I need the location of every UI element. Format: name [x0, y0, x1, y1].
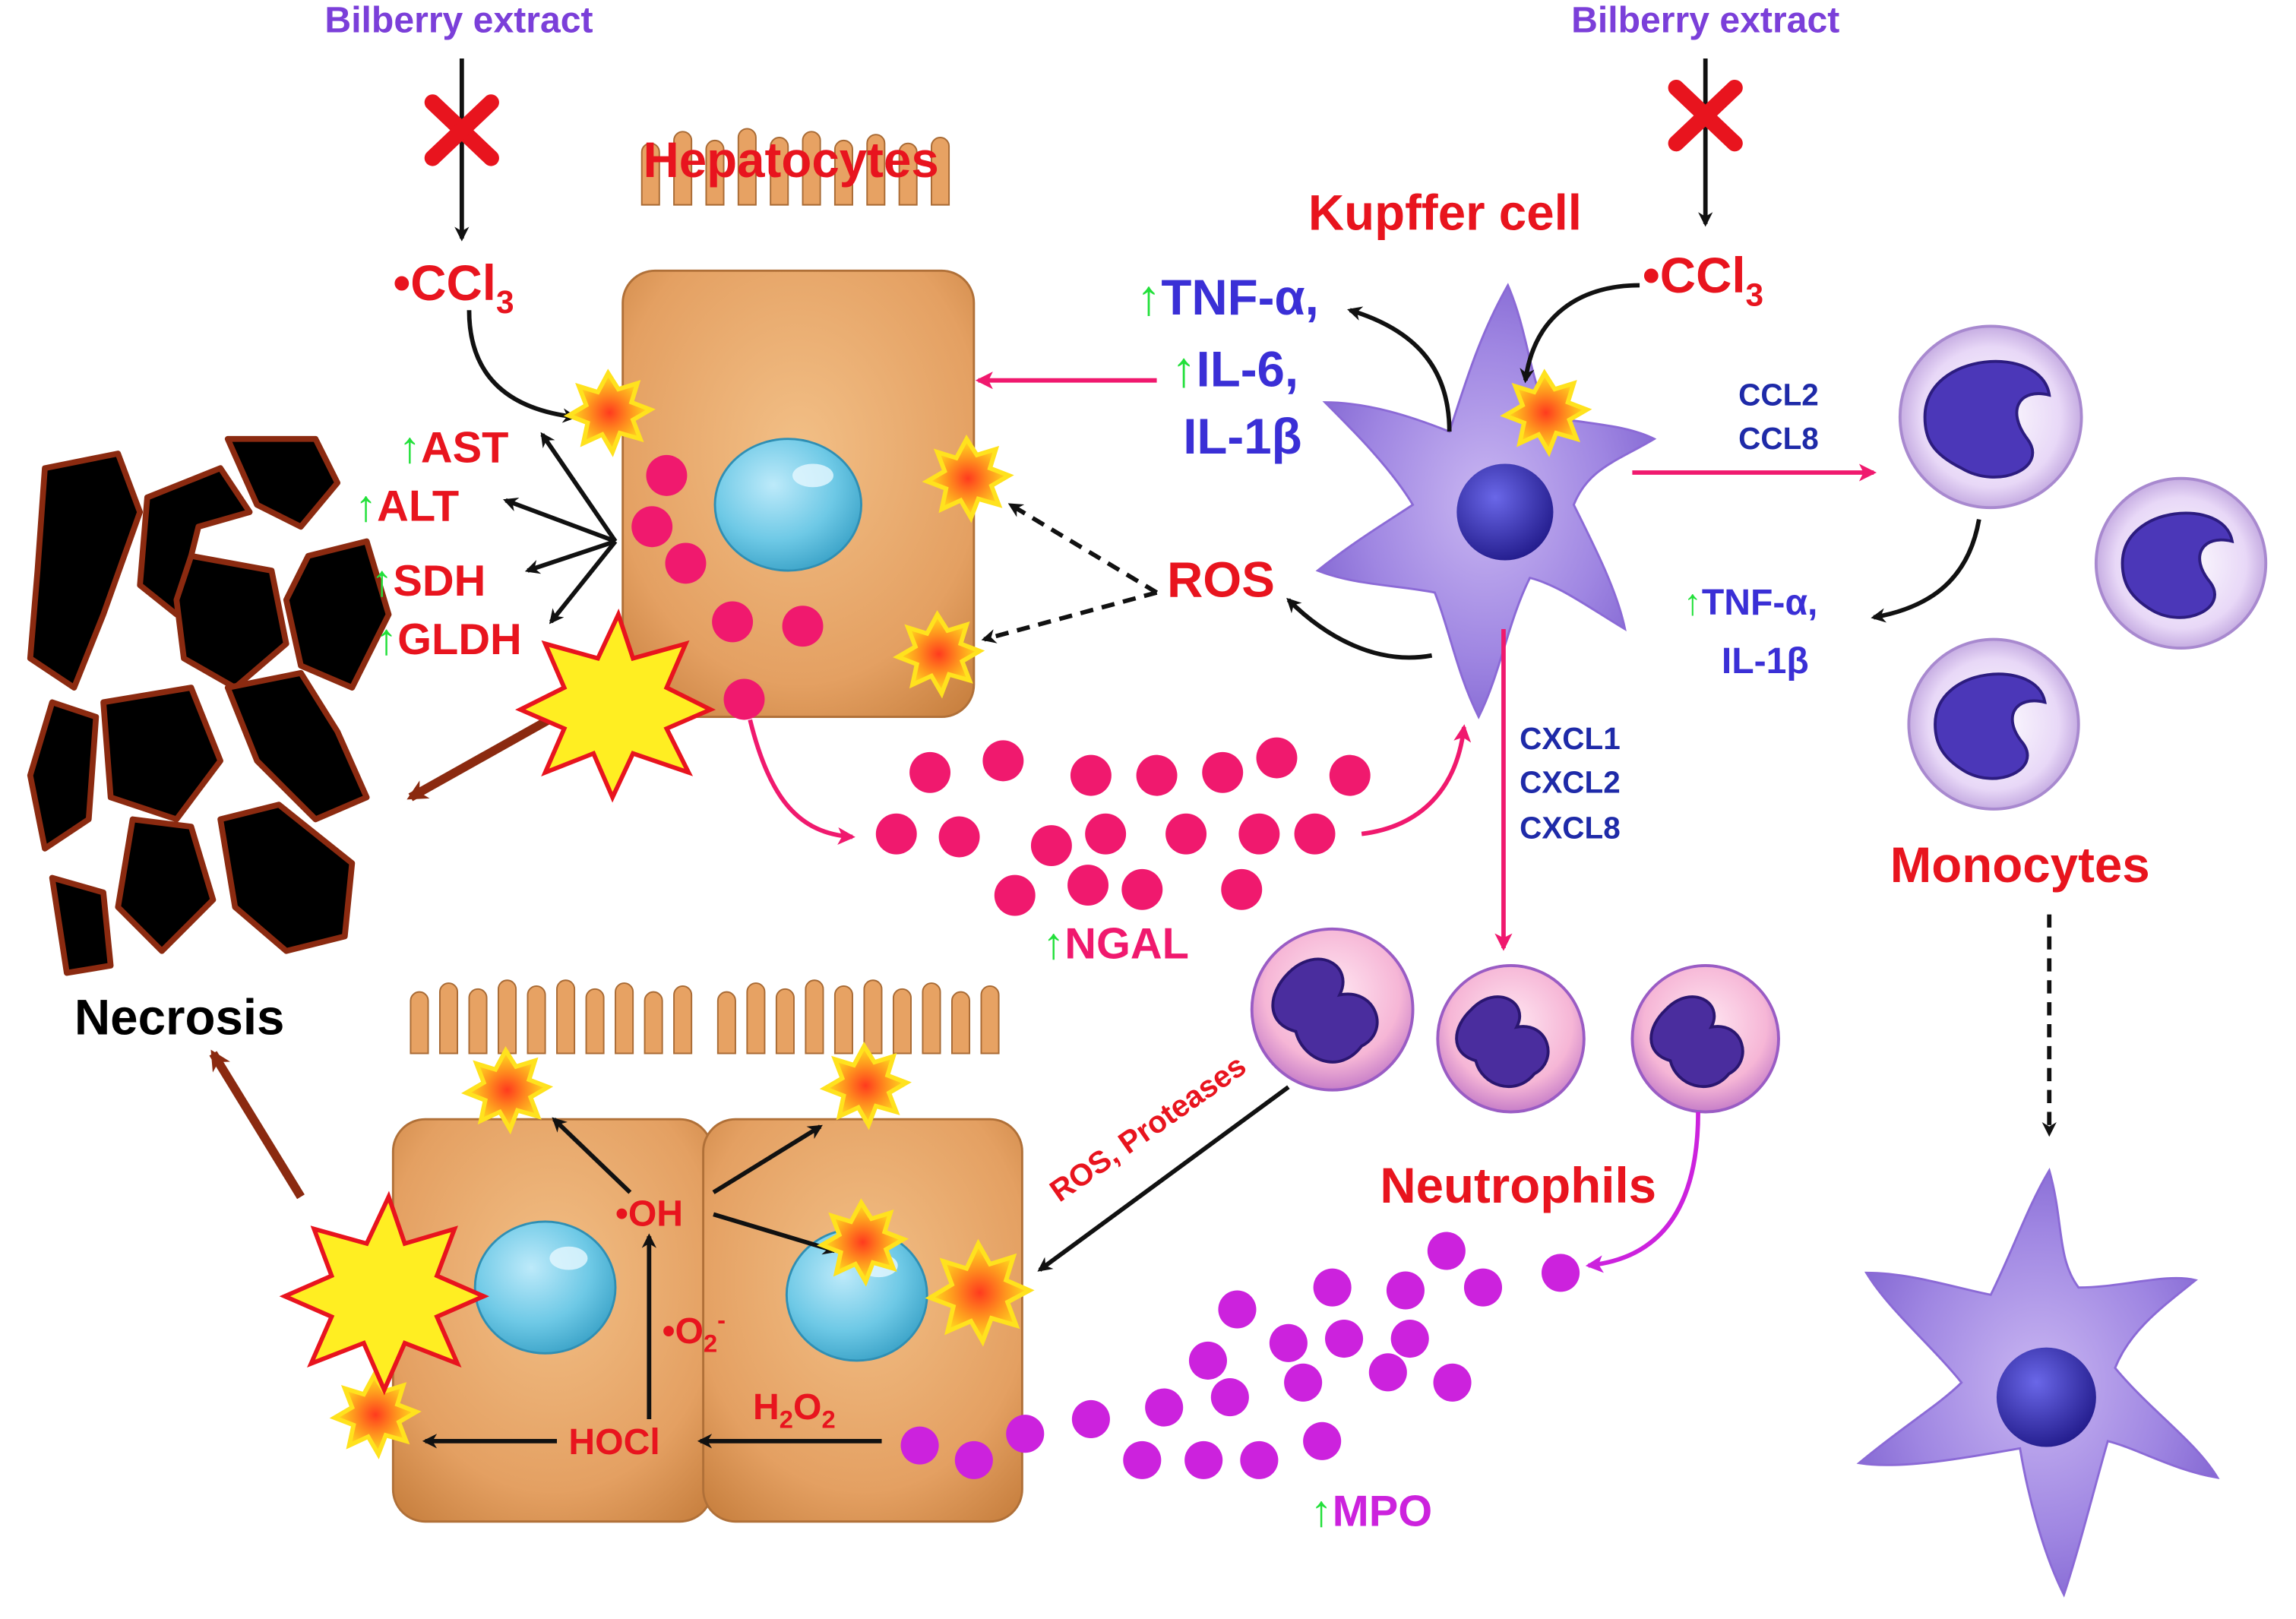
neutrophil-2: [1436, 964, 1586, 1114]
ngal-label: ↑NGAL: [1042, 919, 1189, 968]
neutrophil-1: [1250, 927, 1415, 1092]
il1b-label: IL-1β: [1183, 409, 1301, 464]
superoxide-label: •O2-: [663, 1306, 726, 1358]
ccl3-label-left: •CCl3: [393, 255, 514, 320]
h2o2-label: H2O2: [753, 1387, 836, 1434]
monocyte-2: [2094, 476, 2268, 650]
dashed-arrows: [981, 502, 2057, 1137]
ast-label: ↑AST: [399, 424, 508, 473]
necrosis-fragments: [27, 435, 392, 976]
monocyte-1: [1898, 324, 2083, 510]
hepatocytes-label: Hepatocytes: [643, 132, 938, 188]
black-arrows: [422, 58, 1981, 1449]
activated-kupffer-cell: [1856, 1167, 2220, 1598]
il6-label: ↑IL-6,: [1172, 341, 1298, 397]
cxcl1-label: CXCL1: [1520, 721, 1621, 756]
monocytes-label: Monocytes: [1890, 837, 2150, 893]
necrosis-bursts: [279, 609, 716, 1396]
mpo-dots: [900, 1232, 1580, 1479]
ccl8-label: CCL8: [1738, 421, 1819, 456]
pink-arrows: [748, 372, 1877, 951]
neutrophil-3: [1630, 964, 1780, 1114]
bilberry-label-left: Bilberry extract: [324, 0, 593, 40]
hepatocyte-top-microvilli: [640, 128, 950, 206]
gldh-label: ↑GLDH: [375, 615, 522, 664]
necrosis-label: Necrosis: [74, 989, 285, 1045]
bilberry-label-right: Bilberry extract: [1571, 0, 1839, 40]
damage-bursts: [329, 368, 1592, 1459]
mpo-label: ↑MPO: [1311, 1488, 1432, 1536]
brown-arrows: [209, 713, 556, 1200]
hepatocyte-top: [621, 128, 976, 719]
alt-label: ↑ALT: [355, 482, 459, 531]
hepatocyte-bottom-left: [391, 979, 713, 1523]
tnf-alpha-right-label: ↑TNF-α,: [1684, 582, 1818, 623]
kupffer-cell: [1315, 283, 1657, 719]
oh-radical-label: •OH: [615, 1194, 683, 1235]
hepatocyte-dots: [631, 454, 824, 720]
ros-proteases-label: ROS, Proteases: [1043, 1048, 1252, 1209]
ccl3-label-right: •CCl3: [1643, 248, 1763, 312]
cxcl2-label: CXCL2: [1520, 765, 1621, 800]
ros-label: ROS: [1167, 552, 1275, 608]
inhibition-x-right: [1668, 79, 1743, 152]
il1b-right-label: IL-1β: [1722, 640, 1809, 681]
sdh-label: ↑SDH: [371, 557, 485, 606]
ngal-dots: [875, 737, 1371, 916]
tnf-alpha-label: ↑TNF-α,: [1137, 270, 1319, 325]
monocyte-3: [1907, 637, 2080, 811]
magenta-arrow: [1585, 1111, 1700, 1273]
neutrophils-label: Neutrophils: [1380, 1158, 1656, 1213]
ccl2-label: CCL2: [1738, 377, 1819, 412]
hocl-label: HOCl: [568, 1421, 659, 1462]
cxcl8-label: CXCL8: [1520, 810, 1621, 845]
inhibition-x-left: [424, 94, 499, 166]
hepatocyte-top-nucleus: [713, 438, 863, 572]
kupffer-cell-label: Kupffer cell: [1308, 185, 1582, 240]
